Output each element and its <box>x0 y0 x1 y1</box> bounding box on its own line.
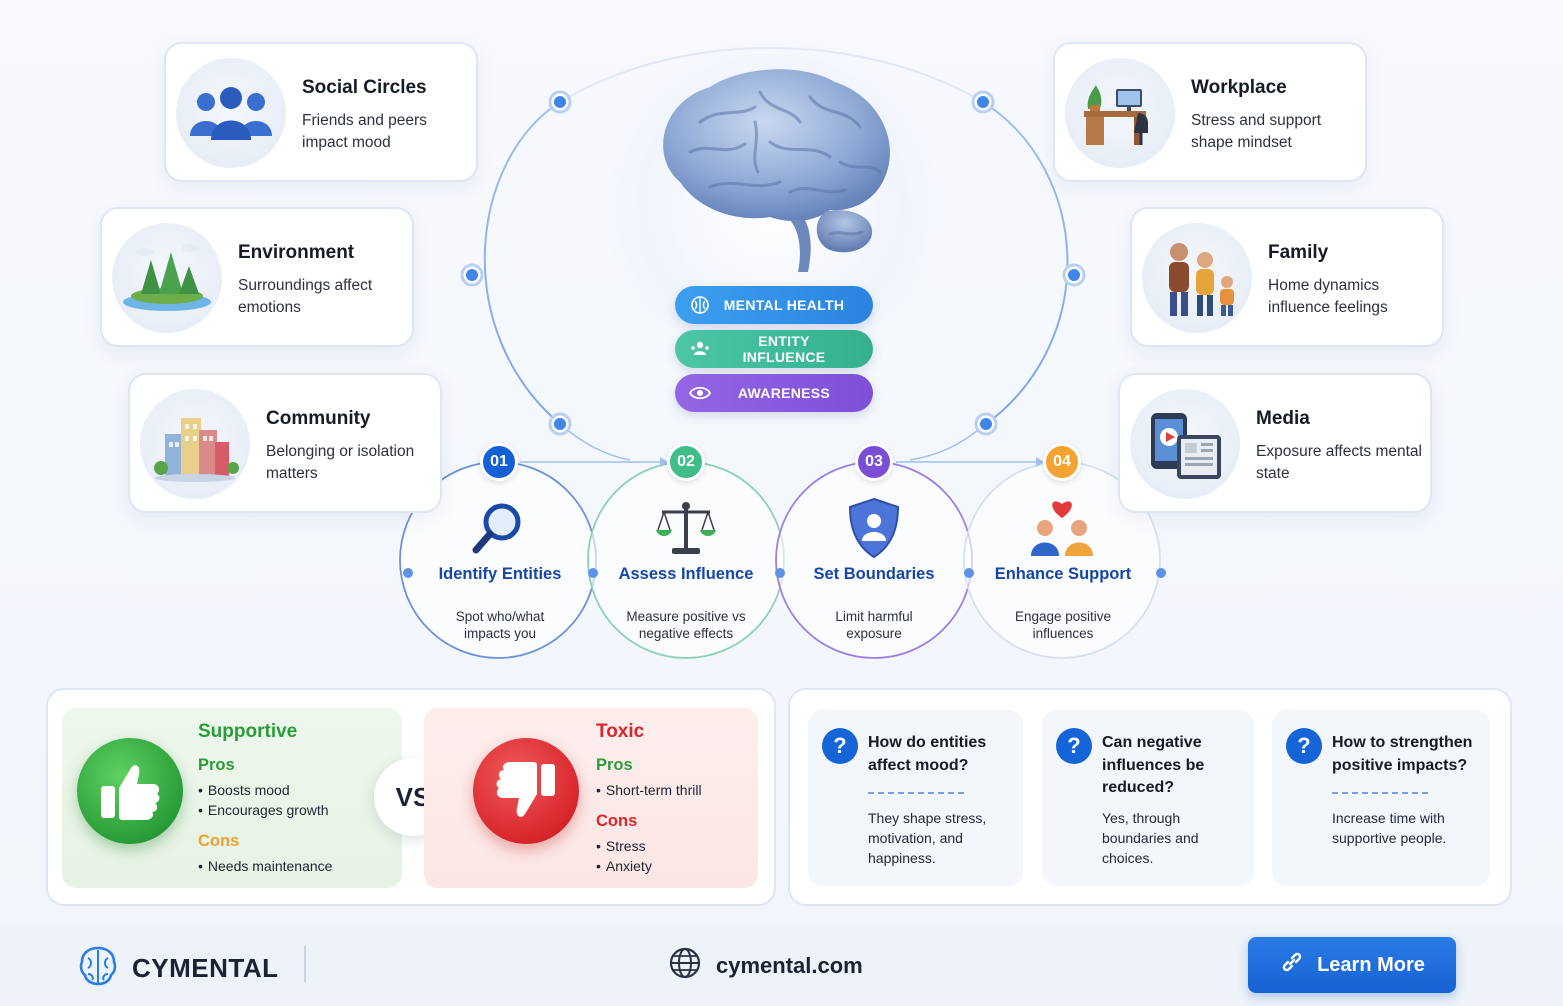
brand-name: CYMENTAL <box>132 953 279 983</box>
website-link[interactable]: cymental.com <box>668 946 863 985</box>
step-number-3: 03 <box>855 443 893 481</box>
thumbs-down-icon <box>473 738 579 844</box>
question-icon: ? <box>1286 728 1322 764</box>
card-desc: Exposure affects mental state <box>1256 443 1422 482</box>
pill-awareness: AWARENESS <box>675 374 873 412</box>
family-icon <box>1142 223 1252 333</box>
step-desc-3: Limit harmful exposure <box>835 609 913 641</box>
card-media[interactable]: Media Exposure affects mental state <box>1118 373 1432 513</box>
faq-divider <box>868 792 964 794</box>
globe-icon <box>668 946 702 985</box>
learn-more-button[interactable]: Learn More <box>1248 937 1456 993</box>
landscape-island-icon <box>112 223 222 333</box>
supportive-pros-label: Pros <box>198 756 235 774</box>
toxic-con-item: Stress <box>596 838 646 854</box>
card-community[interactable]: Community Belonging or isolation matters <box>128 373 442 513</box>
website-url: cymental.com <box>716 952 863 978</box>
step-desc-4: Engage positive influences <box>1014 609 1112 641</box>
person-network-icon <box>689 338 711 360</box>
card-title: Community <box>266 408 371 429</box>
brain-small-icon <box>689 294 711 316</box>
faq-answer: Increase time with supportive people. <box>1332 810 1447 846</box>
toxic-cons-label: Cons <box>596 812 638 830</box>
card-desc: Surroundings affect emotions <box>238 277 373 316</box>
supportive-con-item: Needs maintenance <box>198 858 333 874</box>
card-title: Social Circles <box>302 77 427 98</box>
toxic-pro-item: Short-term thrill <box>596 782 702 798</box>
step-title-1: Identify Entities <box>438 565 562 583</box>
card-desc: Belonging or isolation matters <box>266 443 415 482</box>
card-workplace[interactable]: Workplace Stress and support shape minds… <box>1053 42 1367 182</box>
card-title: Environment <box>238 242 355 263</box>
card-title: Family <box>1268 242 1329 263</box>
step-desc-1: Spot who/what impacts you <box>455 609 545 641</box>
link-icon <box>1279 949 1305 981</box>
card-title: Media <box>1256 408 1310 429</box>
pill-label: AWARENESS <box>737 385 831 401</box>
learn-more-label: Learn More <box>1317 953 1425 976</box>
brain-logo-icon <box>76 944 120 993</box>
card-desc: Stress and support shape mindset <box>1191 112 1322 151</box>
balance-scale-icon <box>651 496 721 560</box>
pill-label: ENTITY INFLUENCE <box>742 333 826 365</box>
card-desc: Friends and peers impact mood <box>302 112 427 151</box>
question-icon: ? <box>822 728 858 764</box>
toxic-con-item: Anxiety <box>596 858 652 874</box>
footer: CYMENTAL cymental.com Learn More <box>0 924 1563 1006</box>
faq-card-1[interactable]: ? How do entities affect mood? They shap… <box>808 710 1023 886</box>
pill-mental-health: MENTAL HEALTH <box>675 286 873 324</box>
card-social-circles[interactable]: Social Circles Friends and peers impact … <box>164 42 478 182</box>
eye-icon <box>689 382 711 404</box>
footer-divider <box>304 946 306 982</box>
step-number-4: 04 <box>1043 443 1081 481</box>
faq-question: How do entities affect mood? <box>868 734 987 774</box>
city-buildings-icon <box>140 389 250 499</box>
question-icon: ? <box>1056 728 1092 764</box>
brain-icon <box>640 62 910 277</box>
shield-person-icon <box>839 496 909 560</box>
card-title: Workplace <box>1191 77 1287 98</box>
card-environment[interactable]: Environment Surroundings affect emotions <box>100 207 414 347</box>
people-heart-icon <box>1027 496 1097 560</box>
supportive-pro-item: Boosts mood <box>198 782 290 798</box>
toxic-title: Toxic <box>596 721 645 742</box>
step-title-3: Set Boundaries <box>813 565 935 583</box>
supportive-pro-item: Encourages growth <box>198 802 329 818</box>
step-number-1: 01 <box>480 443 518 481</box>
faq-question: Can negative influences be reduced? <box>1102 734 1205 796</box>
orbit-arc-left <box>483 101 561 425</box>
card-desc: Home dynamics influence feelings <box>1268 277 1388 316</box>
supportive-cons-label: Cons <box>198 832 240 850</box>
office-desk-icon <box>1065 58 1175 168</box>
faq-answer: Yes, through boundaries and choices. <box>1102 810 1199 866</box>
toxic-pros-label: Pros <box>596 756 633 774</box>
faq-question: How to strengthen positive impacts? <box>1332 734 1473 774</box>
people-group-icon <box>176 58 286 168</box>
card-family[interactable]: Family Home dynamics influence feelings <box>1130 207 1444 347</box>
magnifier-icon <box>463 496 533 560</box>
brand-logo[interactable]: CYMENTAL <box>76 944 279 993</box>
devices-media-icon <box>1130 389 1240 499</box>
step-desc-2: Measure positive vs negative effects <box>626 609 746 641</box>
step-number-2: 02 <box>667 443 705 481</box>
supportive-title: Supportive <box>198 721 298 742</box>
faq-card-3[interactable]: ? How to strengthen positive impacts? In… <box>1272 710 1490 886</box>
step-title-2: Assess Influence <box>618 565 754 583</box>
pill-label: MENTAL HEALTH <box>723 297 845 313</box>
pill-entity-influence: ENTITY INFLUENCE <box>675 330 873 368</box>
faq-answer: They shape stress, motivation, and happi… <box>868 810 987 866</box>
thumbs-up-icon <box>77 738 183 844</box>
step-title-4: Enhance Support <box>994 565 1132 583</box>
faq-card-2[interactable]: ? Can negative influences be reduced? Ye… <box>1042 710 1254 886</box>
faq-divider <box>1332 792 1428 794</box>
